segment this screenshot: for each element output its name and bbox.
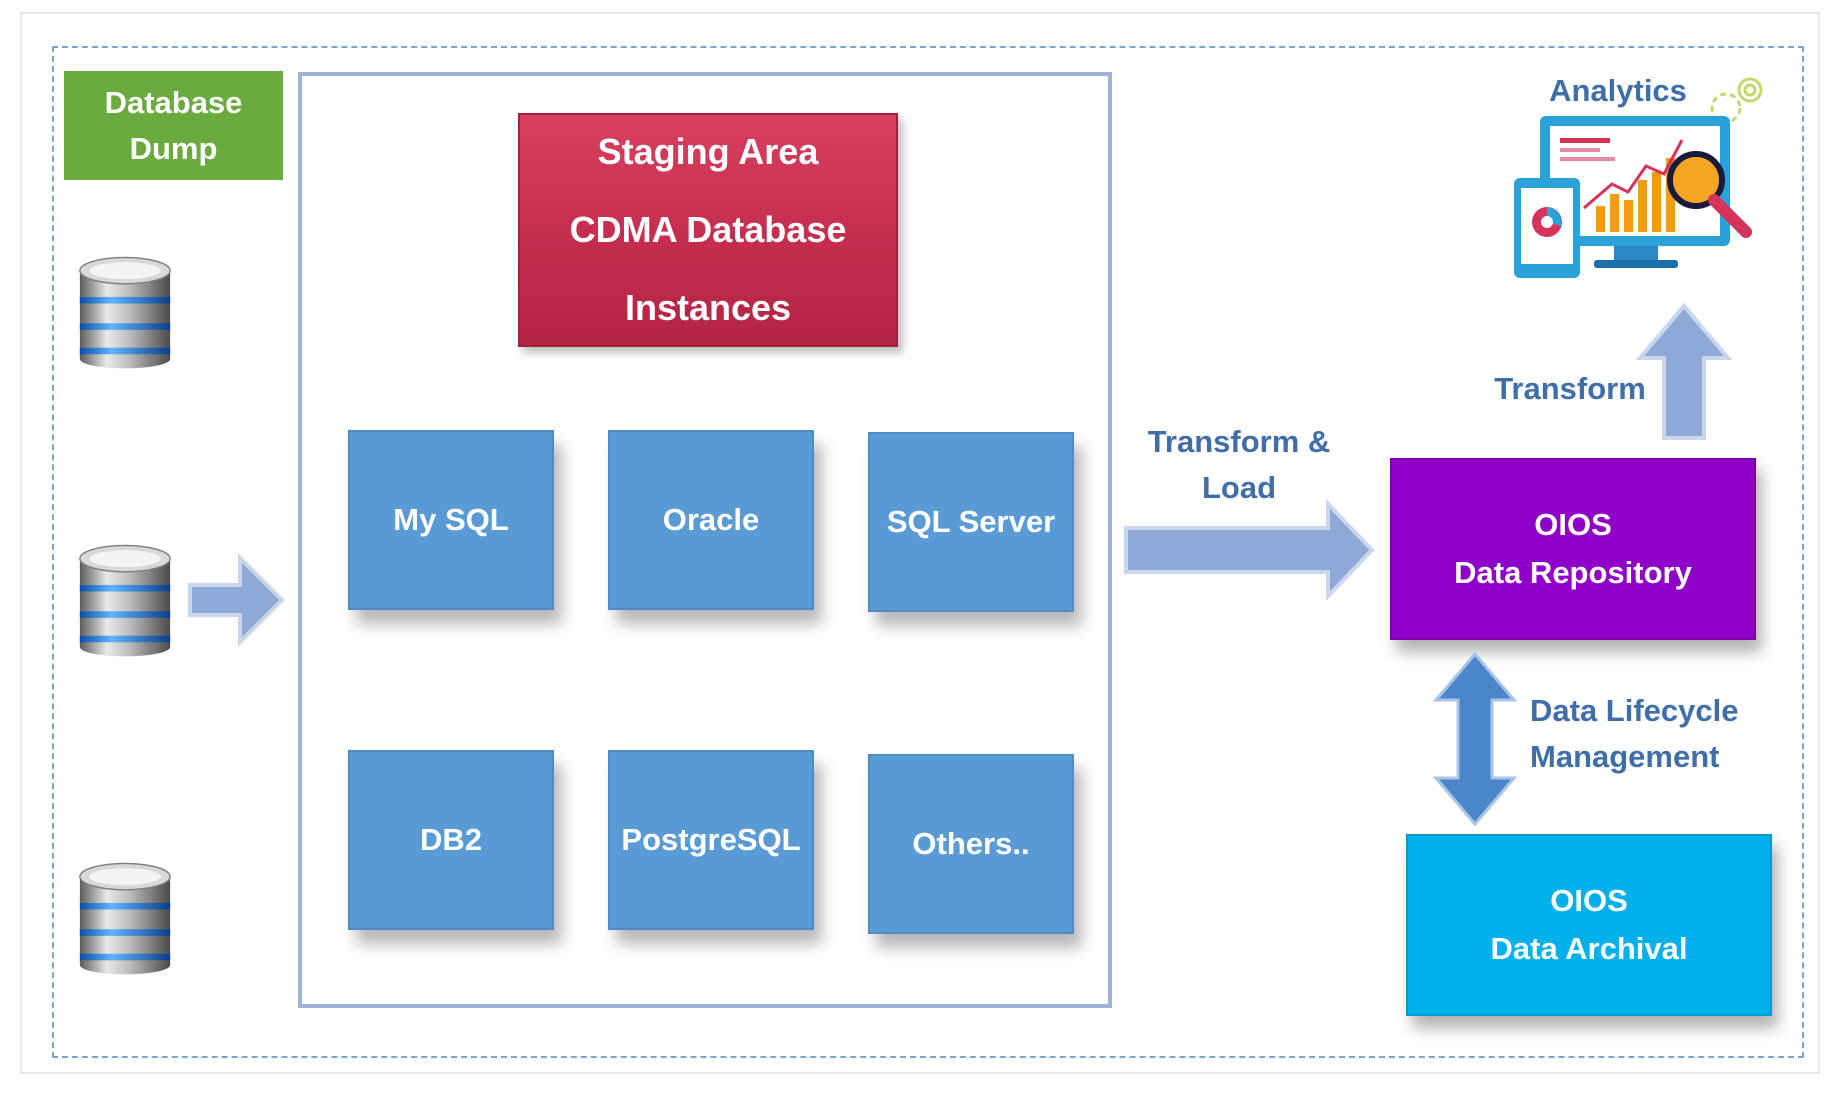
transform-up-arrow <box>1635 302 1733 440</box>
lifecycle-line1: Data Lifecycle <box>1530 693 1739 728</box>
database-dump-label: Database Dump <box>64 71 283 180</box>
database-dump-line2: Dump <box>129 130 218 166</box>
gear-icon <box>1710 77 1763 124</box>
oracle-label: Oracle <box>662 502 760 537</box>
postgresql-label: PostgreSQL <box>621 822 801 857</box>
analytics-monitor-icon <box>1514 77 1763 278</box>
sqlserver-box: SQL Server <box>868 432 1074 612</box>
database-icon <box>78 856 172 980</box>
staging-line2: CDMA Database <box>569 209 847 250</box>
transform-load-line1: Transform & <box>1147 424 1331 459</box>
magnifier-icon <box>1667 151 1752 238</box>
sqlserver-label: SQL Server <box>886 504 1056 539</box>
transform-load-arrow <box>1124 499 1375 601</box>
oracle-box: Oracle <box>608 430 814 610</box>
data-repository-box: OIOS Data Repository <box>1390 458 1756 640</box>
archival-line1: OIOS <box>1550 883 1628 918</box>
db2-label: DB2 <box>419 822 482 857</box>
repository-line1: OIOS <box>1534 507 1612 542</box>
database-icon <box>78 538 172 662</box>
mysql-box: My SQL <box>348 430 554 610</box>
database-dump-line1: Database <box>104 84 243 120</box>
others-label: Others.. <box>912 826 1030 861</box>
db2-box: DB2 <box>348 750 554 930</box>
archival-line2: Data Archival <box>1490 931 1688 966</box>
tablet-icon <box>1514 178 1580 278</box>
dump-to-staging-arrow <box>188 553 285 647</box>
transform-load-line2: Load <box>1201 470 1277 505</box>
others-box: Others.. <box>868 754 1074 934</box>
postgresql-box: PostgreSQL <box>608 750 814 930</box>
lifecycle-double-arrow <box>1432 651 1518 827</box>
repository-line2: Data Repository <box>1454 555 1692 590</box>
lifecycle-label: Data Lifecycle Management <box>1530 688 1750 780</box>
transform-load-label: Transform & Load <box>1128 419 1350 511</box>
transform-label: Transform <box>1494 371 1646 406</box>
dashed-boundary <box>52 46 1804 1058</box>
lifecycle-line2: Management <box>1530 739 1720 774</box>
analytics-label: Analytics <box>1549 73 1687 108</box>
staging-area-box: Staging Area CDMA Database Instances <box>518 113 898 347</box>
staging-line1: Staging Area <box>597 131 819 172</box>
staging-line3: Instances <box>624 287 792 328</box>
mysql-label: My SQL <box>393 502 509 537</box>
database-icon <box>78 250 172 374</box>
data-archival-box: OIOS Data Archival <box>1406 834 1772 1016</box>
